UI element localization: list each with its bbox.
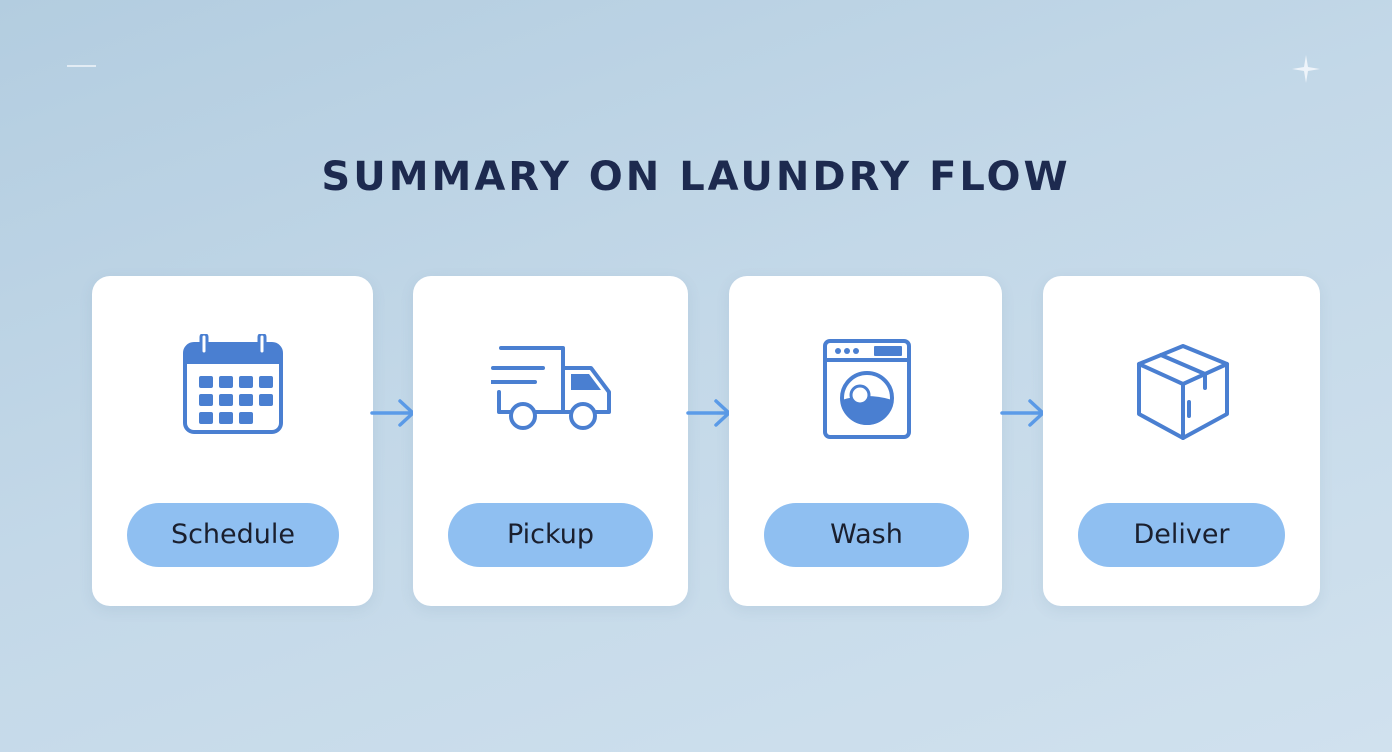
step-card-schedule: Schedule: [92, 276, 373, 606]
step-card-deliver: Deliver: [1043, 276, 1320, 606]
box-icon: [1137, 344, 1229, 440]
step-label-schedule: Schedule: [127, 503, 339, 567]
decorative-dash: [67, 65, 96, 67]
page-title: SUMMARY ON LAUNDRY FLOW: [321, 154, 1071, 200]
sparkle-icon: [1292, 55, 1320, 83]
step-label-deliver: Deliver: [1078, 503, 1285, 567]
step-card-wash: Wash: [729, 276, 1002, 606]
arrow-right-icon: [1000, 399, 1045, 427]
washing-machine-icon: [823, 339, 911, 439]
truck-icon: [491, 346, 611, 430]
step-card-pickup: Pickup: [413, 276, 688, 606]
step-label-wash: Wash: [764, 503, 969, 567]
arrow-right-icon: [686, 399, 731, 427]
step-label-pickup: Pickup: [448, 503, 653, 567]
arrow-right-icon: [370, 399, 415, 427]
calendar-icon: [183, 334, 283, 434]
